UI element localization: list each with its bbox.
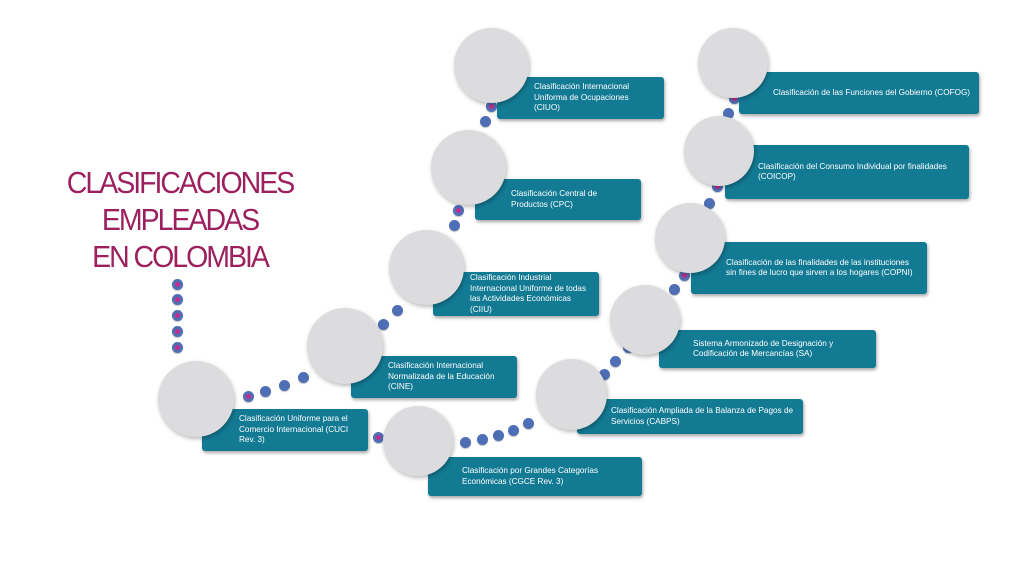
node-cpc-label: Clasificación Central de Productos (CPC) — [511, 189, 598, 209]
connector-dot — [449, 220, 460, 231]
connector-dot — [172, 279, 183, 290]
connector-dot — [453, 205, 464, 216]
connector-dot — [729, 93, 740, 104]
connector-dot — [704, 198, 715, 209]
node-ciuo-circle — [454, 28, 529, 103]
connector-dot — [298, 372, 309, 383]
node-cpc-circle — [431, 130, 506, 205]
node-coicop-label: Clasificación del Consumo Individual por… — [758, 161, 947, 182]
node-cofog-label: Clasificación de las Funciones del Gobie… — [773, 87, 971, 97]
node-cuci-circle — [158, 361, 234, 437]
node-sa-box: Sistema Armonizado de Designación y Codi… — [659, 330, 876, 368]
connector-dot — [486, 101, 497, 112]
node-cabps-circle — [536, 359, 607, 430]
connector-dot — [378, 319, 389, 330]
node-cgce-box: Clasificación por Grandes Categorías Eco… — [428, 457, 642, 496]
node-ciiu-label: Clasificación Industrial Internacional U… — [470, 273, 587, 314]
connector-dot — [610, 356, 621, 367]
connector-dot — [260, 386, 271, 397]
connector-dot — [279, 380, 290, 391]
title-line-1: CLASIFICACIONES — [66, 165, 295, 200]
node-copni-box: Clasificación de las finalidades de las … — [691, 242, 927, 294]
connector-dot — [172, 326, 183, 337]
node-copni-circle — [655, 203, 725, 273]
node-ciuo-box: Clasificación Internacional Uniforma de … — [497, 77, 664, 119]
node-copni-label: Clasificación de las finalidades de las … — [726, 257, 913, 278]
node-cofog-circle — [698, 28, 768, 98]
node-sa-circle — [610, 285, 680, 355]
connector-dot — [392, 305, 403, 316]
node-cgce-circle — [383, 406, 453, 476]
connector-dot — [493, 430, 504, 441]
connector-dot — [243, 391, 254, 402]
node-coicop-box: Clasificación del Consumo Individual por… — [725, 145, 969, 199]
connector-dot — [172, 342, 183, 353]
connector-dot — [508, 425, 519, 436]
node-ciuo-label: Clasificación Internacional Uniforma de … — [534, 82, 630, 113]
connector-dot — [373, 432, 384, 443]
node-ciiu-circle — [389, 230, 464, 305]
node-cabps-label: Clasificación Ampliada de la Balanza de … — [611, 406, 794, 426]
node-coicop-circle — [684, 116, 754, 186]
connector-dot — [480, 116, 491, 127]
title-line-3: EN COLOMBIA — [92, 239, 270, 274]
connector-dot — [523, 418, 534, 429]
diagram-title: CLASIFICACIONES EMPLEADAS EN COLOMBIA — [42, 164, 318, 275]
node-cpc-box: Clasificación Central de Productos (CPC) — [475, 179, 641, 220]
node-sa-label: Sistema Armonizado de Designación y Codi… — [693, 338, 834, 359]
connector-dot — [460, 437, 471, 448]
connector-dot — [712, 181, 723, 192]
node-cine-circle — [307, 308, 383, 384]
node-cabps-box: Clasificación Ampliada de la Balanza de … — [577, 399, 803, 434]
connector-dot — [669, 284, 680, 295]
node-cine-label: Clasificación Internacional Normalizada … — [388, 361, 495, 392]
connector-dot — [723, 108, 734, 119]
connector-dot — [679, 270, 690, 281]
connector-dot — [172, 310, 183, 321]
node-cgce-label: Clasificación por Grandes Categorías Eco… — [462, 466, 599, 486]
node-cofog-box: Clasificación de las Funciones del Gobie… — [739, 72, 979, 114]
title-line-2: EMPLEADAS — [101, 202, 260, 237]
node-cuci-label: Clasificación Uniforme para el Comercio … — [239, 414, 349, 445]
connector-dot — [477, 434, 488, 445]
connector-dot — [599, 369, 610, 380]
connector-dot — [172, 294, 183, 305]
